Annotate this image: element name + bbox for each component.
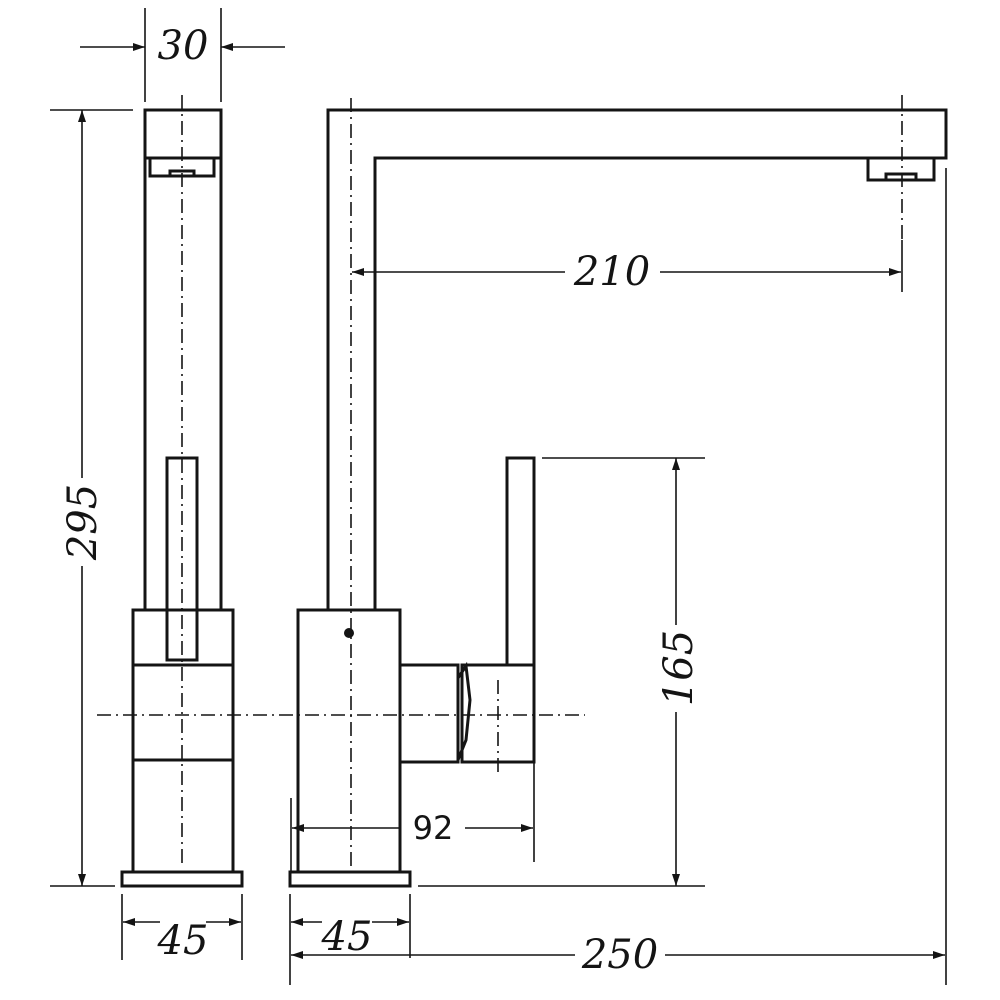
- side-spout: [326, 108, 948, 610]
- body-center-mark: [344, 628, 354, 638]
- front-spout-column: [143, 158, 223, 610]
- dim-handle-offset-label: 92: [413, 809, 454, 847]
- dim-handle-height-label: 165: [656, 630, 702, 706]
- dim-handle-height: 165: [418, 457, 705, 887]
- dim-front-base-width-label: 45: [157, 918, 209, 964]
- side-view: [97, 95, 948, 888]
- dim-spout-reach-label: 210: [573, 249, 650, 295]
- front-spout-top: [143, 108, 223, 160]
- dim-handle-offset: 92: [290, 762, 535, 872]
- front-handle-cartridge: [131, 663, 235, 762]
- side-cartridge-neck: [398, 663, 460, 764]
- dim-total-depth-label: 250: [581, 932, 658, 978]
- dim-side-base-width-label: 45: [321, 914, 373, 960]
- dim-total-height-label: 295: [60, 484, 106, 561]
- dim-spout-reach: 210: [352, 240, 903, 295]
- side-lever-arm: [505, 456, 536, 667]
- dim-total-height: 295: [50, 109, 133, 887]
- dim-spout-width-label: 30: [158, 23, 209, 69]
- side-base-plate: [288, 870, 412, 888]
- front-base-plate: [120, 870, 244, 888]
- dim-front-base-width: 45: [121, 894, 243, 964]
- side-body: [296, 608, 402, 874]
- dimensions: 30 295 210 165: [50, 8, 947, 985]
- dim-spout-width: 30: [80, 8, 285, 102]
- front-view: [120, 95, 244, 888]
- side-lever-collar: [456, 661, 472, 761]
- dim-side-base-width: 45: [289, 894, 411, 985]
- dim-total-depth: 250: [291, 168, 947, 985]
- side-aerator: [866, 158, 936, 182]
- front-body: [131, 608, 235, 874]
